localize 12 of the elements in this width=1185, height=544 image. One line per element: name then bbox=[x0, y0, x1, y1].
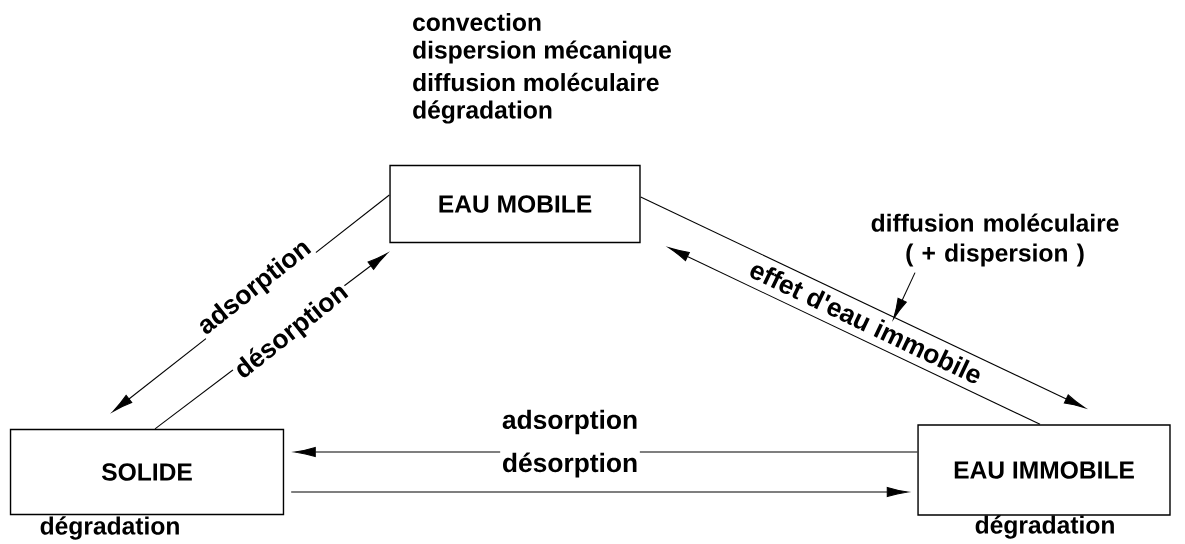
edge-label: adsorption bbox=[500, 407, 640, 437]
process-box: SOLIDE bbox=[9, 428, 285, 516]
beside-text: convection bbox=[413, 12, 541, 32]
process-box: EAU MOBILE bbox=[389, 164, 641, 244]
beside-text: diffusion moléculaire bbox=[413, 72, 659, 92]
beside-text: dégradation bbox=[975, 515, 1114, 539]
edge-label: désorption bbox=[500, 450, 640, 480]
beside-text: dégradation bbox=[413, 100, 552, 124]
beside-text: dispersion mécanique bbox=[413, 40, 671, 64]
process-box: EAU IMMOBILE bbox=[917, 424, 1171, 516]
arrow bbox=[290, 486, 909, 498]
beside-text: dégradation bbox=[40, 516, 179, 540]
